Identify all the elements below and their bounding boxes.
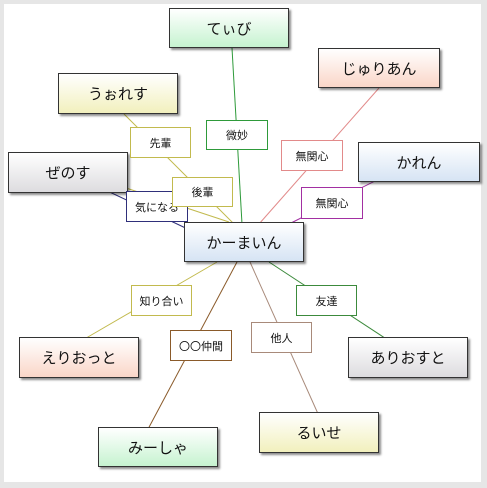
node-julian[interactable]: じゅりあん [318, 48, 440, 88]
edge-label-ariosto: 友達 [296, 285, 357, 316]
relationship-diagram-canvas: てぃび じゅりあん うぉれす ぜのす かれん かーまいん えりおっと ありおすと… [4, 4, 481, 482]
node-carmine[interactable]: かーまいん [184, 222, 304, 262]
node-label: かれん [396, 153, 442, 172]
edge-label-luise: 他人 [251, 322, 312, 353]
edge-label-xenos-kohai: 後輩 [172, 177, 233, 207]
node-misha[interactable]: みーしゃ [98, 427, 218, 467]
node-wallace[interactable]: うぉれす [58, 73, 178, 114]
edge-label-misha: 〇〇仲間 [170, 330, 232, 361]
node-label: じゅりあん [341, 59, 417, 78]
node-luise[interactable]: るいせ [259, 412, 379, 453]
node-label: るいせ [296, 424, 342, 442]
node-label: かーまいん [206, 233, 282, 252]
node-tivi[interactable]: てぃび [169, 8, 289, 48]
node-elliot[interactable]: えりおっと [19, 337, 139, 378]
edge-label-tivi: 微妙 [206, 120, 268, 150]
node-xenos[interactable]: ぜのす [8, 152, 128, 193]
node-label: てぃび [206, 19, 252, 38]
node-label: うぉれす [87, 85, 148, 103]
node-label: ぜのす [45, 164, 91, 182]
node-ariosto[interactable]: ありおすと [348, 337, 468, 378]
node-label: みーしゃ [127, 438, 188, 457]
edge-label-wallace: 先輩 [130, 127, 191, 158]
edge-label-julian: 無関心 [281, 140, 343, 171]
node-label: ありおすと [370, 349, 446, 367]
node-karen[interactable]: かれん [358, 142, 480, 182]
edge-label-karen: 無関心 [301, 187, 363, 219]
node-label: えりおっと [41, 349, 117, 367]
edge-label-elliot: 知り合い [131, 285, 192, 316]
